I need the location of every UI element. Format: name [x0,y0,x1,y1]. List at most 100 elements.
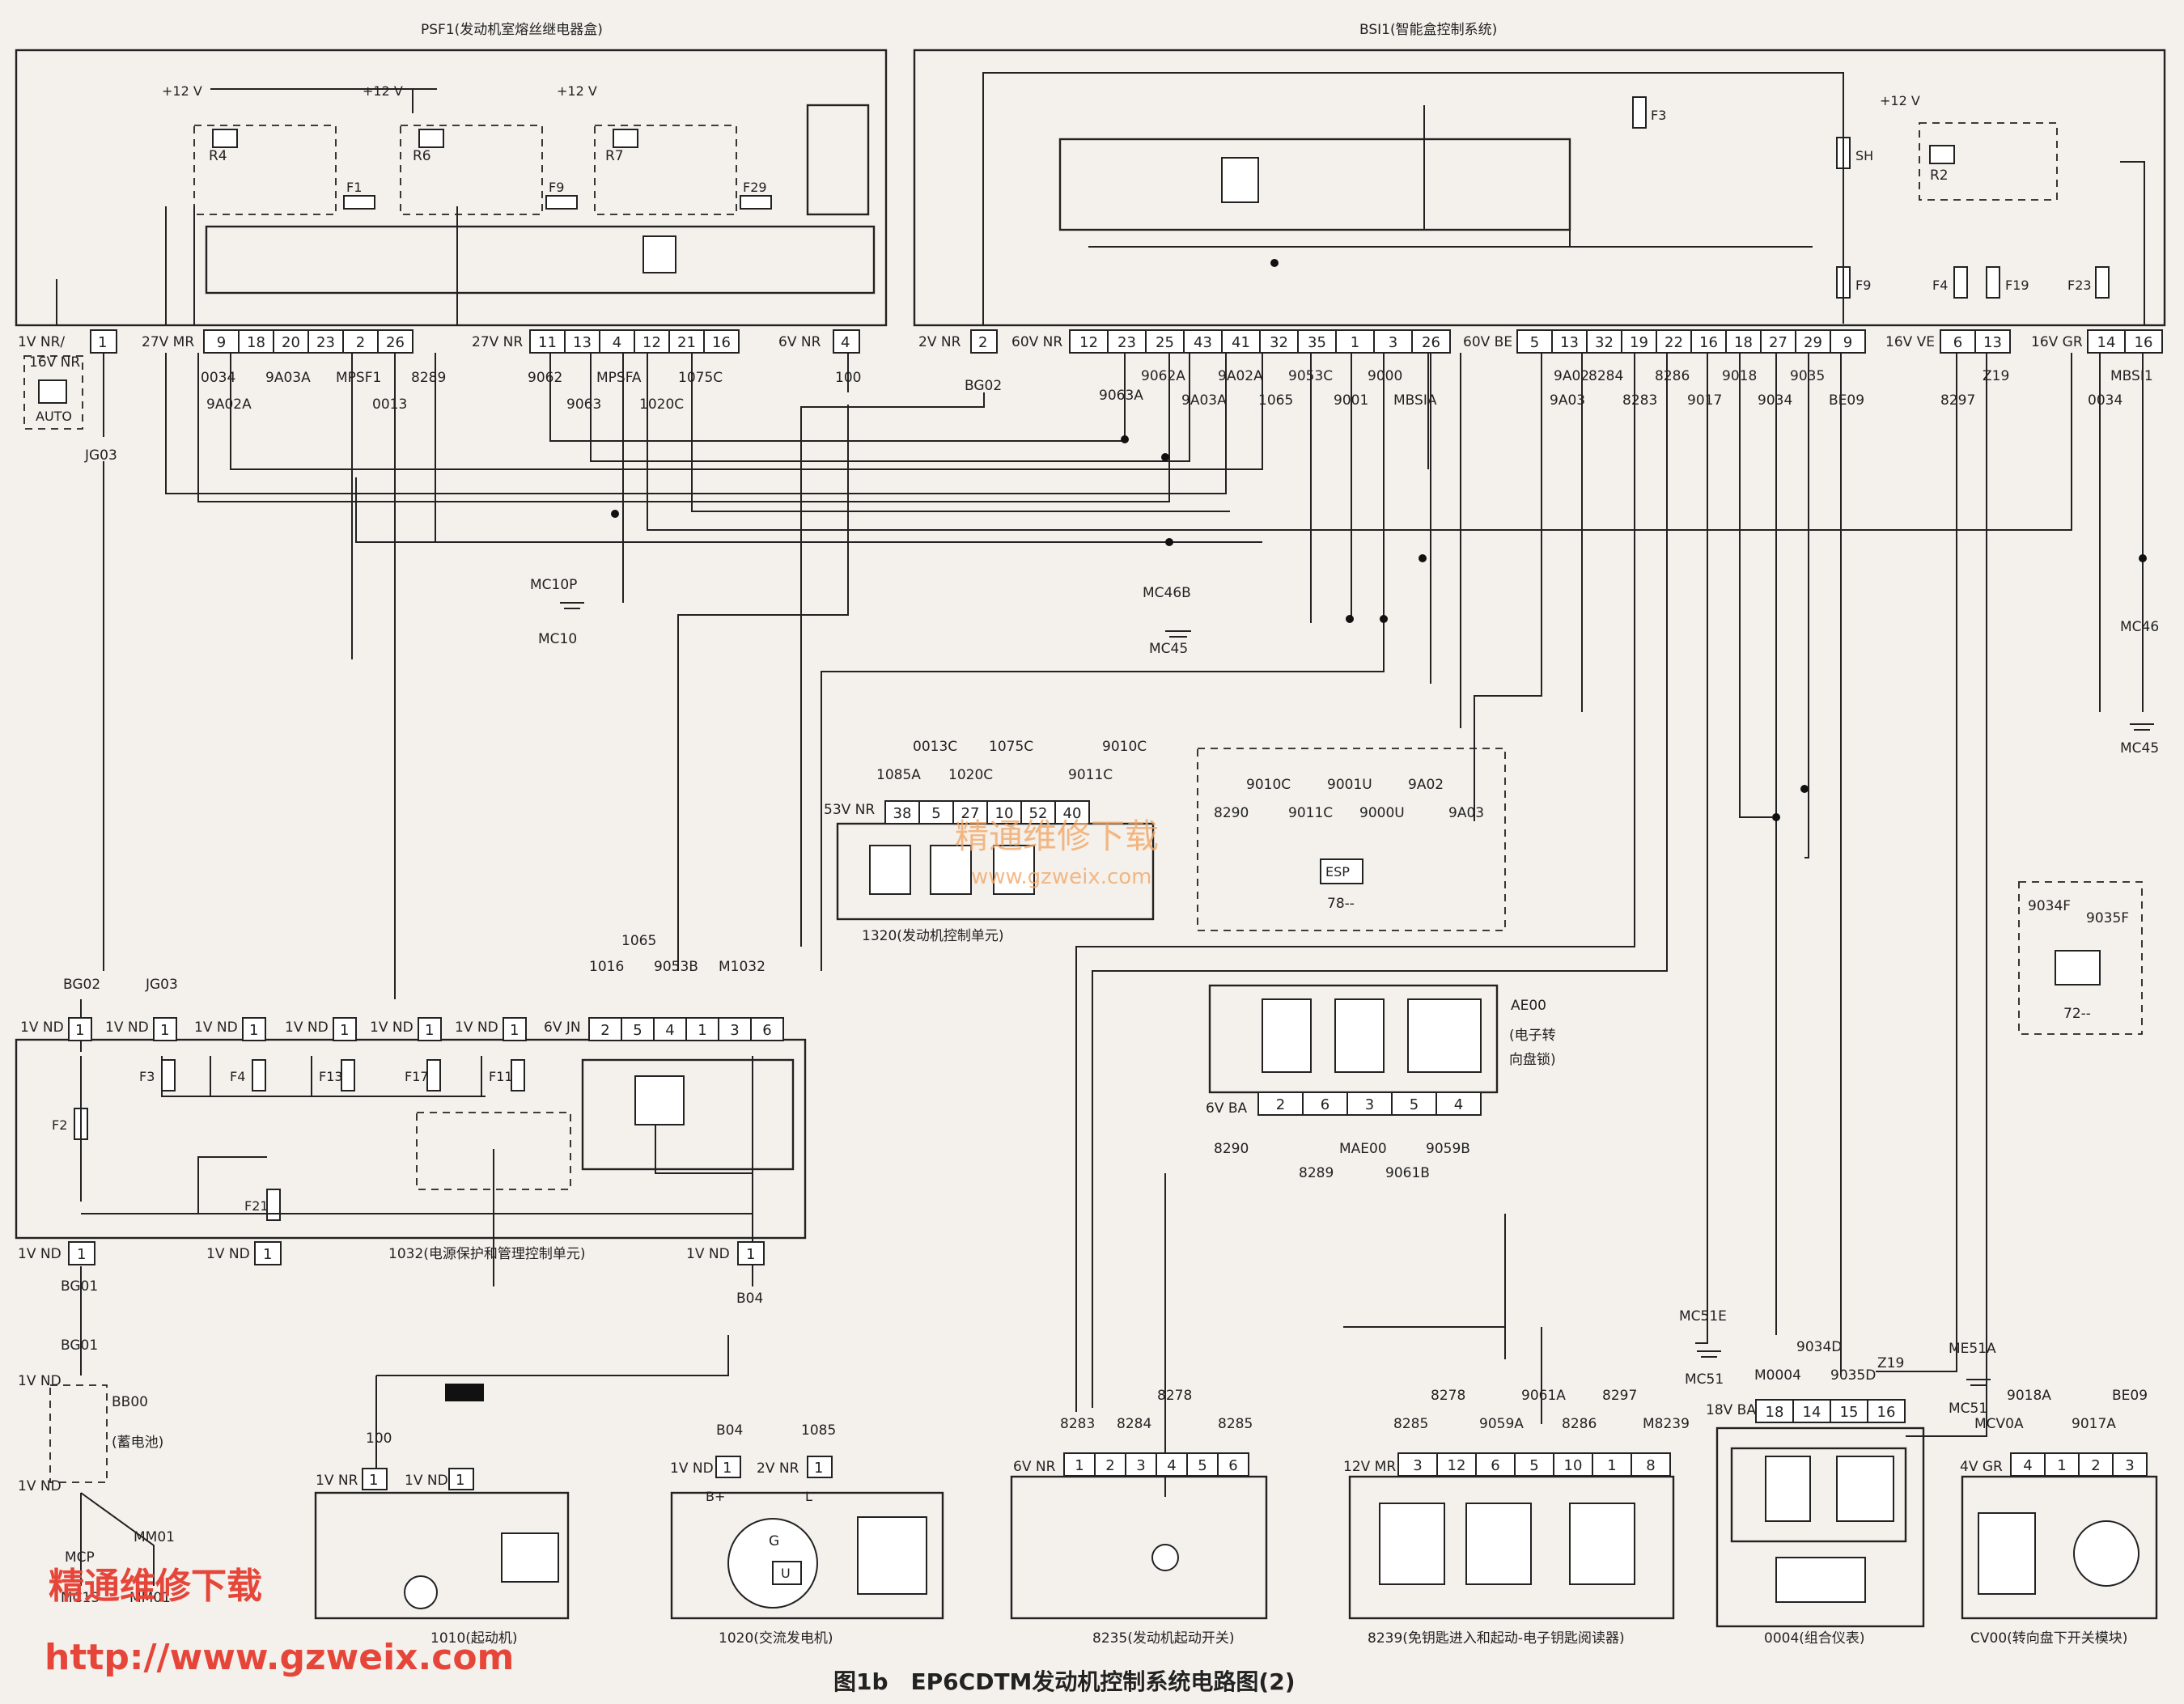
ae00-chip-icon [1262,998,1312,1073]
bsm1032-top-connector-pin [333,1017,357,1041]
svg-text:1016: 1016 [589,959,624,975]
keyless-pin-label: 12 [1448,1457,1466,1474]
bsi1-c3-pin-label: 16 [1699,334,1718,351]
bsi1-c2-pin [1335,329,1375,354]
cluster-pin-label: 18 [1766,1404,1784,1421]
svg-text:BG02: BG02 [63,977,100,993]
key-icon [1465,1503,1532,1585]
svg-text:0013: 0013 [372,396,407,413]
bsm1032-top-connector-pin-label: 1 [75,1022,84,1039]
svg-text:9010C: 9010C [1102,739,1147,755]
svg-text:MC45: MC45 [1149,641,1188,657]
svg-text:1V ND: 1V ND [206,1246,250,1262]
start-switch-pin-label: 5 [1198,1457,1207,1474]
svg-text:0004(组合仪表): 0004(组合仪表) [1764,1630,1865,1647]
svg-text:1075C: 1075C [989,739,1033,755]
bsi1-c3-pin-label: 32 [1595,334,1614,351]
svg-text:1V ND: 1V ND [686,1246,730,1262]
bsm1032-top-connector-label: 1V ND [105,1019,149,1036]
svg-text:MC51E: MC51E [1679,1308,1727,1325]
bsm1032-fuse [511,1059,525,1091]
svg-text:MM01: MM01 [134,1529,175,1545]
svg-text:9059B: 9059B [1426,1141,1470,1157]
bsm1032-jn-pin-label: 1 [698,1022,706,1039]
psf1-c3-pin-label: 4 [613,334,621,351]
bsm1032-top-connector-pin [68,1017,92,1041]
ae00-pin-label: 6 [1321,1096,1329,1113]
cluster-pin-label: 14 [1803,1404,1821,1421]
svg-text:F19: F19 [2005,278,2029,293]
bsi1-c3-pin [1830,329,1866,354]
svg-text:1V NR/: 1V NR/ [18,334,65,350]
svg-text:1V ND: 1V ND [18,1373,61,1389]
svg-text:1010(起动机): 1010(起动机) [430,1630,518,1647]
svg-text:1020(交流发电机): 1020(交流发电机) [719,1630,833,1647]
start-switch-pin-label: 3 [1136,1457,1145,1474]
relay-r6: R6 +12 V [363,83,543,215]
bsi1-c3-pin-label: 19 [1630,334,1648,351]
svg-text:JG03: JG03 [145,977,178,993]
svg-text:16V VE: 16V VE [1885,334,1935,350]
svg-text:9000U: 9000U [1359,805,1405,821]
power-connector-block [445,1384,484,1401]
bsi1-c5-pin-label: 16 [2135,334,2153,351]
svg-text:6V NR: 6V NR [1013,1459,1056,1475]
bsm1032-top-connector-pin-label: 1 [425,1022,434,1039]
svg-text:MC51: MC51 [1685,1371,1724,1388]
gauge-icon [1836,1456,1894,1522]
svg-text:SH: SH [1855,148,1873,163]
bsm1032-top-connector-pin-label: 1 [160,1022,169,1039]
bsm1032-top-connector-pin [242,1017,266,1041]
bsm1032-top-connector-pin-label: 1 [249,1022,258,1039]
svg-text:F4: F4 [1932,278,1948,293]
bsi1-c2-pin [1107,329,1147,354]
svg-text:9A02A: 9A02A [206,396,252,413]
bsi1-c5-pin [2124,329,2163,354]
bsi1-c2-pin [1145,329,1185,354]
center-watermark: 精通维修下载 [955,816,1159,856]
bsi1-c2-pin-label: 26 [1422,334,1440,351]
svg-text:1: 1 [263,1246,272,1263]
svg-text:9059A: 9059A [1479,1416,1524,1432]
psf1-c2-pin-label: 18 [247,334,265,351]
ae00-pin [1257,1091,1304,1116]
svg-text:BE09: BE09 [1829,392,1864,409]
keyless-pin-label: 6 [1491,1457,1499,1474]
start-switch-pin-label: 4 [1167,1457,1176,1474]
bsi1-c2-pin-label: 35 [1308,334,1326,351]
svg-text:U: U [781,1566,791,1581]
bsi1-c2-pin-label: 41 [1232,334,1250,351]
start-switch-pin [1125,1452,1157,1477]
bsi1-c2-pin [1373,329,1413,354]
svg-text:27V MR: 27V MR [142,334,194,350]
svg-text:4: 4 [841,334,850,351]
svg-text:Z19: Z19 [1983,368,2009,384]
keyless-pin-label: 1 [1607,1457,1616,1474]
cluster-pin-label: 15 [1840,1404,1859,1421]
cv00-pin-label: 3 [2125,1457,2134,1474]
start-switch-pin [1156,1452,1188,1477]
ae00-pin [1346,1091,1393,1116]
svg-text:B+: B+ [706,1489,725,1504]
svg-text:MM01: MM01 [129,1590,171,1606]
svg-text:MC51: MC51 [1949,1401,1987,1417]
svg-text:G: G [769,1533,779,1549]
svg-text:MBSIA: MBSIA [1393,392,1437,409]
psf1-c2-pin-label: 20 [282,334,300,351]
injector-icon [993,845,1035,895]
svg-text:BG01: BG01 [61,1278,98,1295]
svg-text:ME51A: ME51A [1949,1341,1996,1357]
svg-text:B04: B04 [716,1422,743,1439]
svg-text:9017A: 9017A [2072,1416,2116,1432]
bsm1032-jn-pin [588,1017,622,1041]
bsm1032-top-connector-pin-label: 1 [340,1022,349,1039]
svg-text:MPSFA: MPSFA [596,370,642,386]
bsm1032-jn-pin [718,1017,752,1041]
ecu1320-pin [952,800,988,824]
psf1-c3-pin [529,329,566,354]
